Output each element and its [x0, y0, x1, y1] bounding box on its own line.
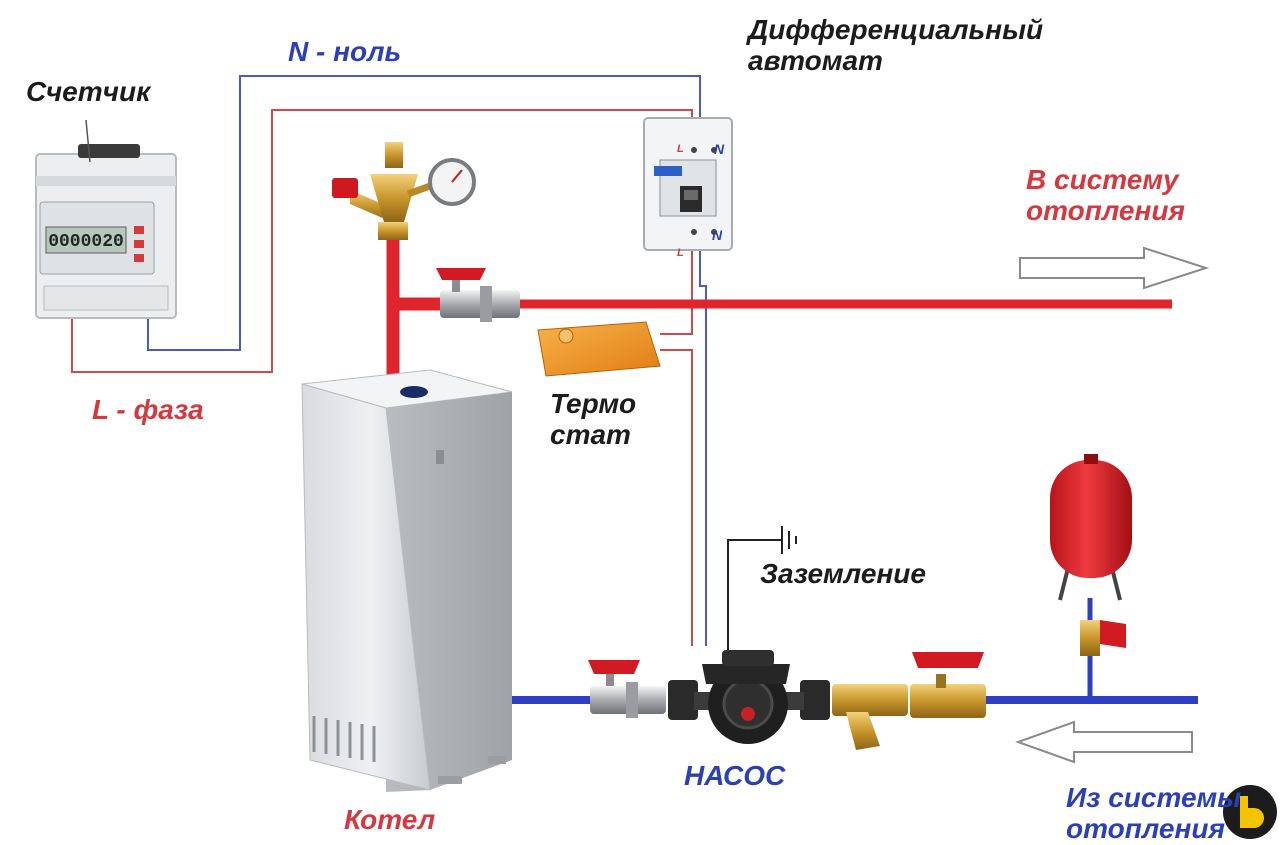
- breaker-label-line2: автомат: [748, 45, 883, 77]
- phase-wire: [71, 109, 693, 646]
- breaker-label-line1: Дифференциальный: [748, 14, 1044, 45]
- expansion-tank: [1050, 454, 1132, 656]
- supply-label: В систему отопления: [1026, 164, 1185, 227]
- breaker-top-l-mark: L: [677, 143, 684, 155]
- thermostat-label-line1: Термо: [550, 388, 637, 419]
- breaker-top-n-mark: N: [714, 141, 725, 157]
- thermostat-label: Термо стат: [550, 388, 636, 451]
- supply-pipe: [386, 238, 1172, 375]
- safety-group: [332, 142, 476, 240]
- room-thermostat: [537, 321, 661, 377]
- circulation-pump: [668, 650, 830, 744]
- ground-label: Заземление: [760, 558, 926, 589]
- thermostat-label-line2: стат: [550, 419, 631, 451]
- neutral-wire: [147, 75, 707, 646]
- return-label-line1: Из системы: [1066, 782, 1242, 813]
- breaker-bottom-l-mark: L: [677, 247, 684, 259]
- return-ball-valve-left: [588, 660, 666, 718]
- return-ball-valve-right: [910, 652, 986, 718]
- boiler: [301, 369, 513, 792]
- ground-wire: [727, 526, 797, 650]
- supply-ball-valve: [436, 268, 520, 322]
- return-pipe: [512, 598, 1198, 704]
- phase-label: L - фаза: [92, 394, 204, 425]
- meter-display: 0000020: [48, 232, 124, 252]
- energy-meter: 0000020: [35, 119, 177, 319]
- return-label-line2: отопления: [1066, 813, 1225, 845]
- supply-label-line1: В систему: [1026, 164, 1179, 195]
- neutral-label: N - ноль: [288, 36, 402, 67]
- strainer-filter: [832, 684, 908, 750]
- meter-label: Счетчик: [26, 76, 151, 107]
- breaker-bottom-n-mark: N: [712, 227, 723, 243]
- supply-label-line2: отопления: [1026, 195, 1185, 227]
- return-label: Из системы отопления: [1066, 782, 1241, 845]
- differential-breaker: [643, 117, 733, 251]
- arrow-right-outline-icon: [1019, 246, 1210, 290]
- arrow-left-outline-icon: [1015, 720, 1193, 764]
- boiler-label: Котел: [344, 804, 436, 835]
- breaker-label: Дифференциальный автомат: [748, 14, 1043, 77]
- watermark-logo-badge: [1223, 785, 1277, 839]
- pump-label: НАСОС: [684, 760, 786, 791]
